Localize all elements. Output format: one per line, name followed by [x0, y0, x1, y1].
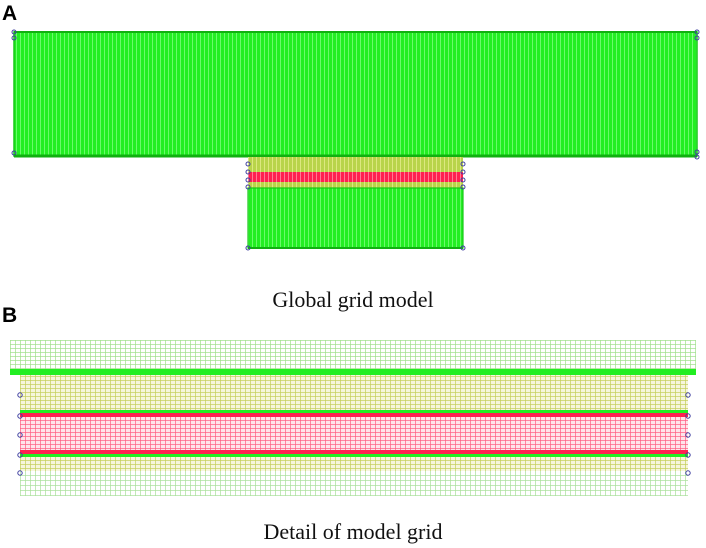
detail-red-layer [20, 417, 688, 451]
node-marker-icon [17, 392, 691, 476]
detail-red-band-top [20, 413, 688, 417]
red-layer [248, 172, 463, 182]
global-grid-model [11, 29, 700, 251]
detail-top-mesh [10, 340, 696, 370]
detail-yellow-layer [20, 375, 688, 412]
panel-b-label: B [2, 304, 18, 327]
detail-red-band-bottom [20, 450, 688, 454]
detail-lower-yellow [20, 457, 688, 471]
panel-b-caption: Detail of model grid [263, 519, 443, 544]
detail-boundary-bottom [20, 454, 688, 457]
detail-green-band [10, 369, 696, 375]
detail-model-grid [10, 340, 696, 496]
detail-boundary-top [20, 410, 688, 413]
panel-a-label: A [2, 2, 18, 25]
node-marker-icon [11, 29, 700, 251]
upper-block-mesh [13, 31, 698, 157]
yellow-layer-bottom [248, 182, 463, 188]
detail-bottom-mesh [20, 471, 688, 496]
yellow-layer-top [248, 157, 463, 172]
lower-block-mesh [247, 187, 464, 249]
panel-a-caption: Global grid model [272, 287, 434, 312]
